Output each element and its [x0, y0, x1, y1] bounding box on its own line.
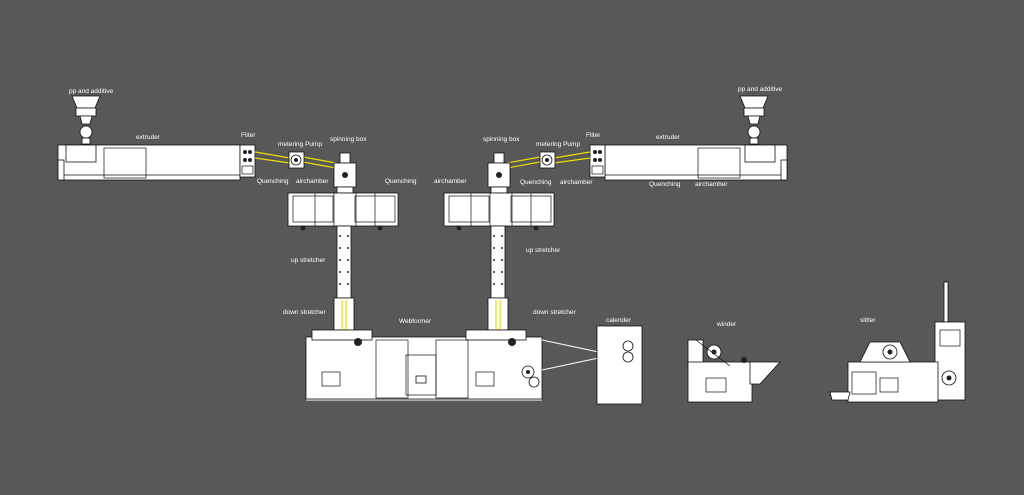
label-metering-pump-left: metering Pump — [278, 141, 322, 148]
label-airchamber-4: airchamber — [695, 181, 728, 188]
hopper-left — [71, 95, 101, 145]
label-airchamber-2: airchamber — [434, 178, 467, 185]
webformer: ✕ ✕ ✕ ✕ — [305, 329, 543, 401]
label-extruder-left: extruder — [136, 134, 161, 141]
label-pp-additive-right: pp and additive — [738, 86, 782, 93]
label-up-stretcher-left: up stretcher — [291, 257, 326, 264]
label-slitter: slitter — [860, 317, 876, 324]
label-quenching-4: Quenching — [649, 181, 681, 188]
label-filter-right: Fliter — [586, 132, 601, 139]
filter-right — [589, 144, 606, 178]
label-spinning-box-left: spinning box — [330, 136, 367, 143]
label-metering-pump-right: metering Pump — [536, 141, 580, 148]
filter-left — [239, 144, 256, 178]
label-down-stretcher-left: down stretcher — [283, 309, 326, 316]
spinning-box-left — [333, 152, 357, 194]
svg-text:✕: ✕ — [500, 393, 505, 400]
calender — [596, 325, 643, 405]
label-airchamber-1: airchamber — [296, 178, 329, 185]
label-pp-additive-left: pp and additive — [69, 88, 113, 95]
label-calender: calender — [606, 317, 632, 324]
metering-pump-right — [539, 151, 556, 169]
label-filter-left: Fliter — [241, 132, 256, 139]
label-airchamber-3: airchamber — [560, 179, 593, 186]
label-quenching-2: Quenching — [385, 178, 417, 185]
spinning-box-right — [487, 152, 511, 194]
extruder-left — [57, 144, 241, 181]
label-spinning-box-right: spinning box — [483, 136, 520, 143]
label-quenching-3: Quenching — [520, 179, 552, 186]
hopper-right — [739, 95, 769, 145]
svg-text:✕: ✕ — [382, 393, 387, 400]
svg-text:✕: ✕ — [318, 393, 323, 400]
polymer-flow-left — [254, 151, 337, 169]
polymer-flow-right — [506, 151, 591, 169]
label-quenching-1: Quenching — [257, 178, 289, 185]
label-winder: winder — [716, 321, 737, 328]
extruder-right — [604, 144, 788, 181]
stretcher-left — [333, 225, 355, 390]
quench-chamber-left — [287, 192, 399, 231]
winder — [687, 339, 781, 403]
label-up-stretcher-right: up stretcher — [526, 247, 561, 254]
label-webformer: Webformer — [399, 318, 432, 325]
label-extruder-right: extruder — [656, 134, 681, 141]
slitter — [829, 281, 966, 403]
svg-text:✕: ✕ — [442, 393, 447, 400]
label-down-stretcher-right: down stretcher — [533, 309, 576, 316]
metering-pump-left — [288, 151, 305, 169]
quench-chamber-right — [443, 192, 555, 231]
